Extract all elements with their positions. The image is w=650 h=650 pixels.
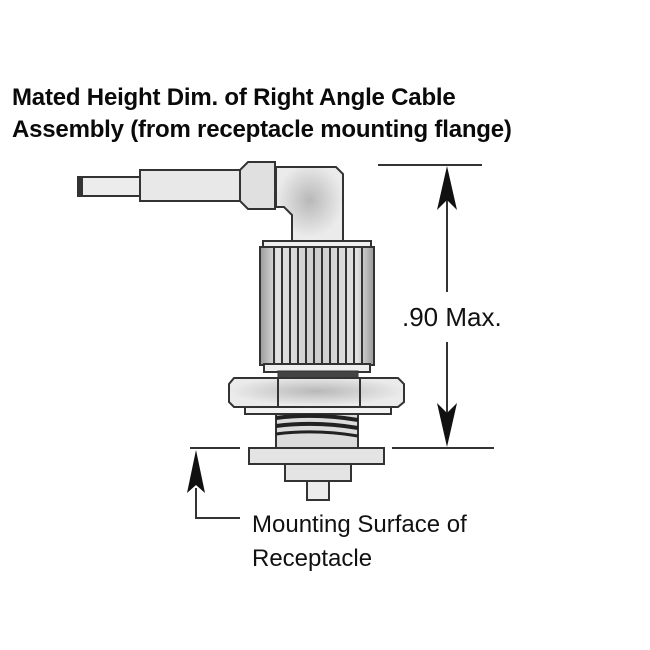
arrow-up-icon xyxy=(437,166,457,210)
mounting-surface-leader xyxy=(187,450,240,519)
cable xyxy=(77,161,276,210)
title-line-2: Assembly (from receptacle mounting flang… xyxy=(12,116,512,143)
threaded-body xyxy=(275,413,359,450)
mounting-flange xyxy=(248,447,385,501)
title-line-1: Mated Height Dim. of Right Angle Cable xyxy=(12,84,456,111)
note-line-1: Mounting Surface of xyxy=(252,511,467,538)
right-angle-body xyxy=(275,166,344,242)
arrow-down-icon xyxy=(437,403,457,447)
diagram-title: Mated Height Dim. of Right Angle Cable A… xyxy=(12,82,512,146)
hex-nut xyxy=(228,370,405,415)
dimension-lines xyxy=(190,164,494,449)
note-line-2: Receptacle xyxy=(252,545,373,572)
knurled-coupling-nut xyxy=(259,240,375,373)
dimension-label: .90 Max. xyxy=(398,300,506,335)
mounting-surface-note: Mounting Surface of Receptacle xyxy=(252,508,467,576)
